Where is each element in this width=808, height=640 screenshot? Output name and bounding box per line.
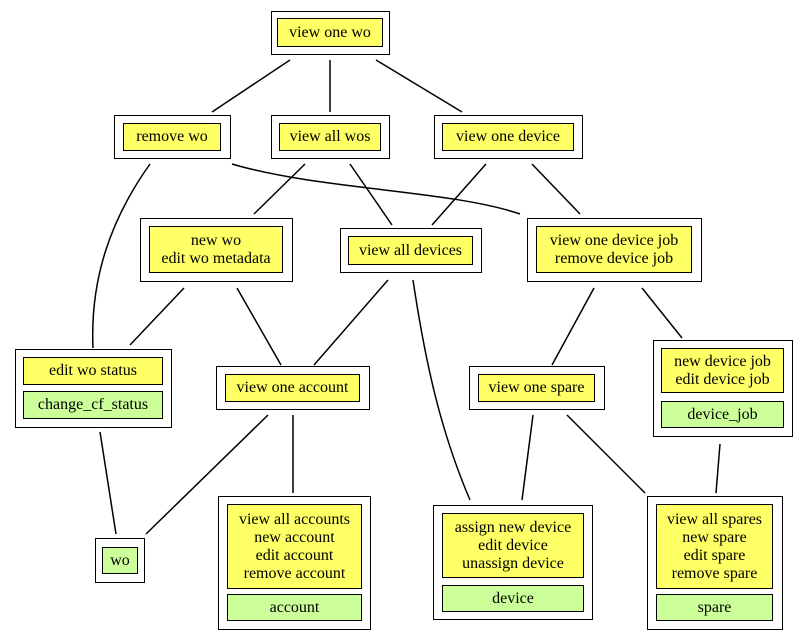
edge-view-one-wo-to-view-one-device (375, 59, 463, 113)
edge-remove-wo-to-edit-wo-status (91, 163, 151, 349)
edge-view-all-wos-to-view-all-devices (349, 163, 393, 226)
view-one-device-job-label: view one device job remove device job (536, 226, 692, 273)
edge-view-one-wo-to-remove-wo (211, 59, 291, 113)
change-cf-status-label: change_cf_status (23, 391, 163, 419)
view-one-spare-label: view one spare (478, 374, 595, 402)
device-label: device (442, 585, 584, 612)
view-all-wos-node: view all wos (271, 115, 390, 159)
view-all-devices-node: view all devices (340, 228, 482, 273)
edge-new-wo-to-view-one-account (236, 287, 282, 366)
edge-remove-wo-to-view-one-device-job (231, 163, 521, 215)
remove-wo-label: remove wo (123, 123, 221, 151)
view-one-wo-node: view one wo (271, 11, 390, 55)
edit-wo-status-node: edit wo status change_cf_status (15, 349, 172, 428)
view-one-wo-label: view one wo (277, 18, 383, 47)
view-one-account-label: view one account (225, 374, 360, 402)
remove-wo-node: remove wo (114, 115, 231, 159)
view-one-device-job-node: view one device job remove device job (527, 218, 702, 282)
edge-edit-wo-status-to-wo (99, 431, 117, 535)
account-node: view all accounts new account edit accou… (218, 496, 371, 630)
spare-node: view all spares new spare edit spare rem… (647, 496, 783, 630)
view-one-device-label: view one device (442, 123, 574, 151)
new-wo-node: new wo edit wo metadata (140, 218, 293, 282)
spare-label: spare (656, 594, 773, 621)
edge-view-one-account-to-wo (145, 414, 269, 535)
edge-view-one-device-to-view-one-device-job (531, 163, 581, 215)
edge-view-all-devices-to-device (412, 279, 471, 501)
account-actions-label: view all accounts new account edit accou… (227, 504, 362, 589)
new-wo-label: new wo edit wo metadata (149, 226, 283, 273)
spare-actions-label: view all spares new spare edit spare rem… (656, 504, 773, 589)
view-all-wos-label: view all wos (279, 123, 381, 151)
device-actions-label: assign new device edit device unassign d… (442, 513, 584, 578)
view-all-devices-label: view all devices (348, 236, 473, 265)
view-one-account-node: view one account (216, 366, 370, 410)
new-device-job-node: new device job edit device job device_jo… (653, 340, 793, 437)
wo-label: wo (102, 547, 138, 574)
device-job-label: device_job (661, 401, 784, 428)
edge-view-one-device-job-to-new-device-job (641, 287, 683, 339)
edge-view-all-devices-to-view-one-account (313, 279, 389, 366)
edge-new-wo-to-edit-wo-status (129, 287, 185, 346)
edge-view-all-wos-to-new-wo (253, 163, 306, 215)
view-one-device-node: view one device (434, 115, 583, 159)
edge-view-one-device-job-to-view-one-spare (551, 287, 595, 366)
edge-view-one-spare-to-spare (566, 414, 646, 494)
account-label: account (227, 594, 362, 621)
edit-wo-status-label: edit wo status (23, 357, 163, 385)
new-device-job-label: new device job edit device job (661, 348, 784, 393)
wo-node: wo (95, 538, 145, 583)
edge-view-one-spare-to-device (521, 414, 534, 501)
view-one-spare-node: view one spare (469, 366, 605, 410)
edge-view-one-device-to-view-all-devices (431, 163, 487, 226)
edge-new-device-job-to-spare (715, 443, 721, 494)
device-node: assign new device edit device unassign d… (433, 505, 593, 620)
